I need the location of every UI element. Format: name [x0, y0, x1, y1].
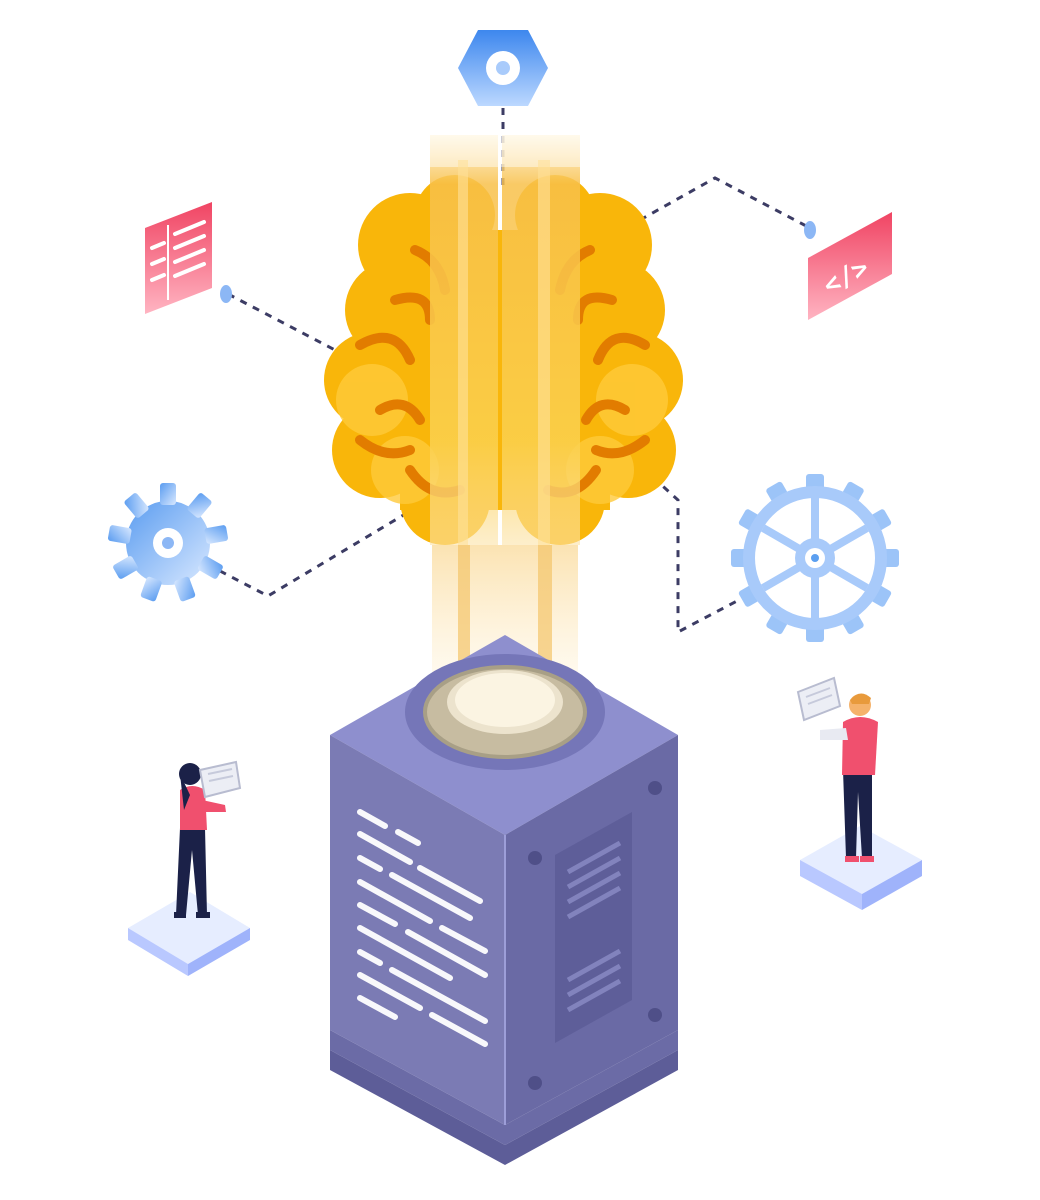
hexagon-nut-icon	[458, 30, 548, 106]
connector-code	[639, 176, 811, 230]
code-tag-icon: </>	[808, 212, 892, 320]
right-gear-icon	[731, 474, 899, 642]
left-platform	[128, 892, 250, 964]
server-vent-lines	[357, 809, 488, 1047]
connector-left-gear	[169, 493, 438, 598]
server-front	[330, 735, 505, 1125]
light-beams	[430, 135, 580, 735]
left-person	[128, 760, 250, 976]
connector-document	[227, 292, 336, 352]
left-gear-icon	[107, 483, 229, 602]
server-base-plate	[330, 1050, 678, 1165]
document-icon	[145, 202, 212, 314]
right-person	[796, 676, 922, 910]
server-tower	[330, 635, 678, 1165]
